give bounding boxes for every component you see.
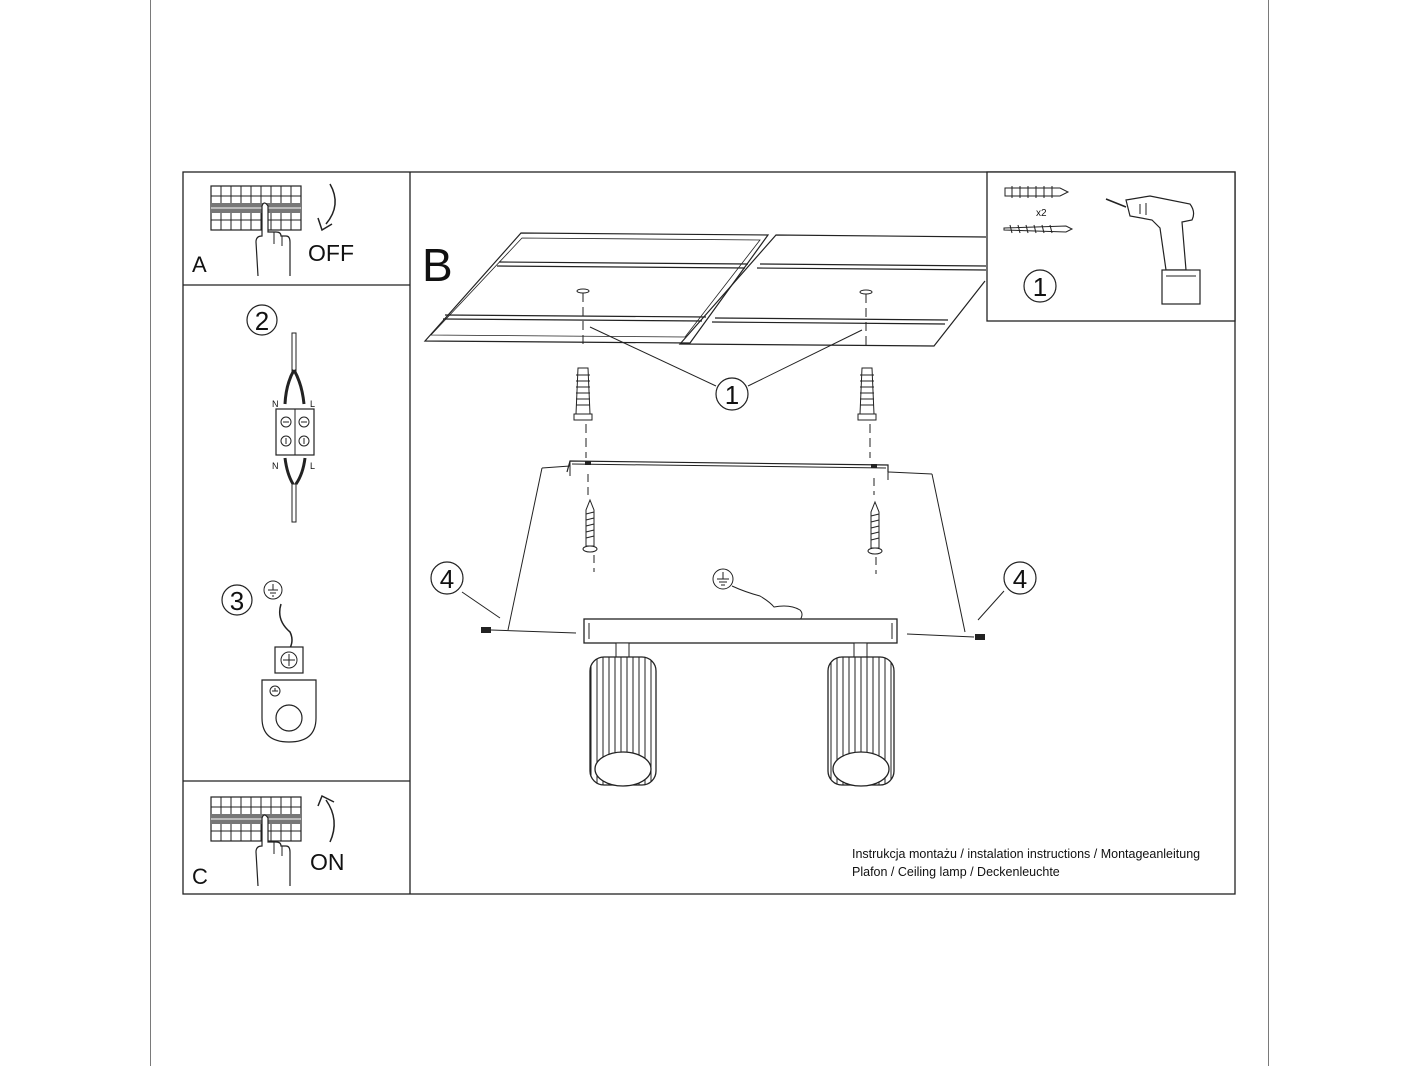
ground-icon <box>263 580 283 600</box>
connector-n-top: N <box>272 399 279 409</box>
step-3-number: 3 <box>230 586 244 616</box>
step-2-number: 2 <box>255 306 269 336</box>
step-2-wiring: 2 N L N L <box>246 304 315 523</box>
connector-l-bottom: L <box>310 461 315 471</box>
wall-plug-icon <box>1004 186 1070 198</box>
panel-a-off-label: OFF <box>308 240 354 266</box>
callout-4-left-number: 4 <box>440 564 454 594</box>
callout-4-right-number: 4 <box>1013 564 1027 594</box>
panel-b-letter: B <box>422 239 453 291</box>
connector-l-top: L <box>310 399 315 409</box>
drill-icon <box>1105 195 1201 305</box>
panel-c-letter: C <box>192 864 208 889</box>
step-3-grounding: 3 <box>221 580 317 743</box>
tools-quantity: x2 <box>1036 208 1047 219</box>
terminal-block-icon <box>275 408 315 456</box>
sheet-right-edge <box>1268 0 1269 1066</box>
sheet-left-edge <box>150 0 151 1066</box>
hand-icon <box>255 814 291 887</box>
callout-1-number: 1 <box>725 380 739 410</box>
panel-a: A OFF <box>192 183 354 277</box>
breaker-panel-icon <box>210 796 302 842</box>
curved-arrow-icon <box>317 794 335 843</box>
tools-step-number: 1 <box>1033 272 1047 302</box>
screw-icon <box>1003 224 1074 234</box>
screw-icon <box>582 498 598 553</box>
hand-icon <box>255 202 291 277</box>
panel-a-letter: A <box>192 252 207 277</box>
ceiling-lamp-icon <box>583 618 898 787</box>
footer-line-2: Plafon / Ceiling lamp / Deckenleuchte <box>852 865 1060 879</box>
connector-n-bottom: N <box>272 461 279 471</box>
diagram-frame <box>182 171 1236 895</box>
panel-c: C ON <box>192 794 345 889</box>
mounting-bracket <box>566 460 889 480</box>
wall-plug-icon <box>573 367 593 421</box>
footer-line-1: Instrukcja montażu / instalation instruc… <box>852 847 1201 861</box>
screw-icon <box>867 500 883 555</box>
breaker-panel-icon <box>210 185 302 231</box>
curved-arrow-icon <box>317 183 336 232</box>
ground-icon <box>712 568 734 590</box>
panel-c-on-label: ON <box>310 849 345 875</box>
wall-plug-icon <box>857 367 877 421</box>
ceiling <box>423 232 987 347</box>
